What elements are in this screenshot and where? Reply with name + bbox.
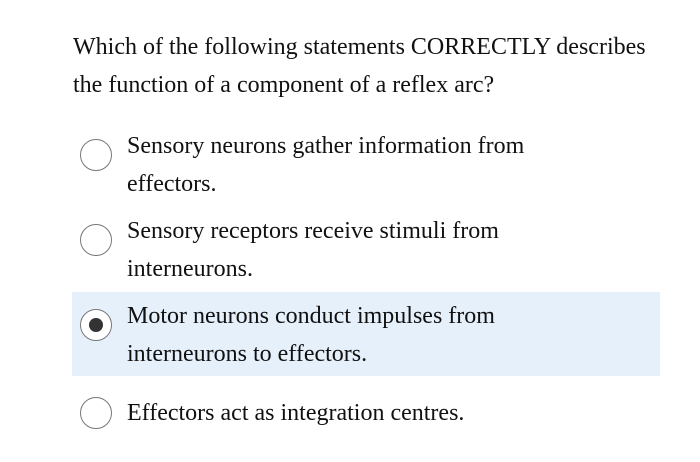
option-3-selected[interactable]: Motor neurons conduct impulses from inte…: [72, 292, 660, 376]
option-label: Effectors act as integration centres.: [127, 400, 465, 426]
option-label: Motor neurons conduct impulses from inte…: [127, 303, 495, 367]
option-2[interactable]: Sensory receptors receive stimuli from i…: [72, 212, 660, 288]
option-label: Sensory neurons gather information from …: [127, 133, 525, 197]
radio-dot-icon: [89, 318, 103, 332]
radio-button[interactable]: [80, 139, 112, 171]
option-label: Sensory receptors receive stimuli from i…: [127, 218, 499, 282]
option-4[interactable]: Effectors act as integration centres.: [72, 394, 660, 434]
question-text: Which of the following statements CORREC…: [73, 34, 646, 98]
radio-button[interactable]: [80, 224, 112, 256]
option-1[interactable]: Sensory neurons gather information from …: [72, 127, 660, 203]
radio-button-selected[interactable]: [80, 309, 112, 341]
radio-button[interactable]: [80, 397, 112, 429]
